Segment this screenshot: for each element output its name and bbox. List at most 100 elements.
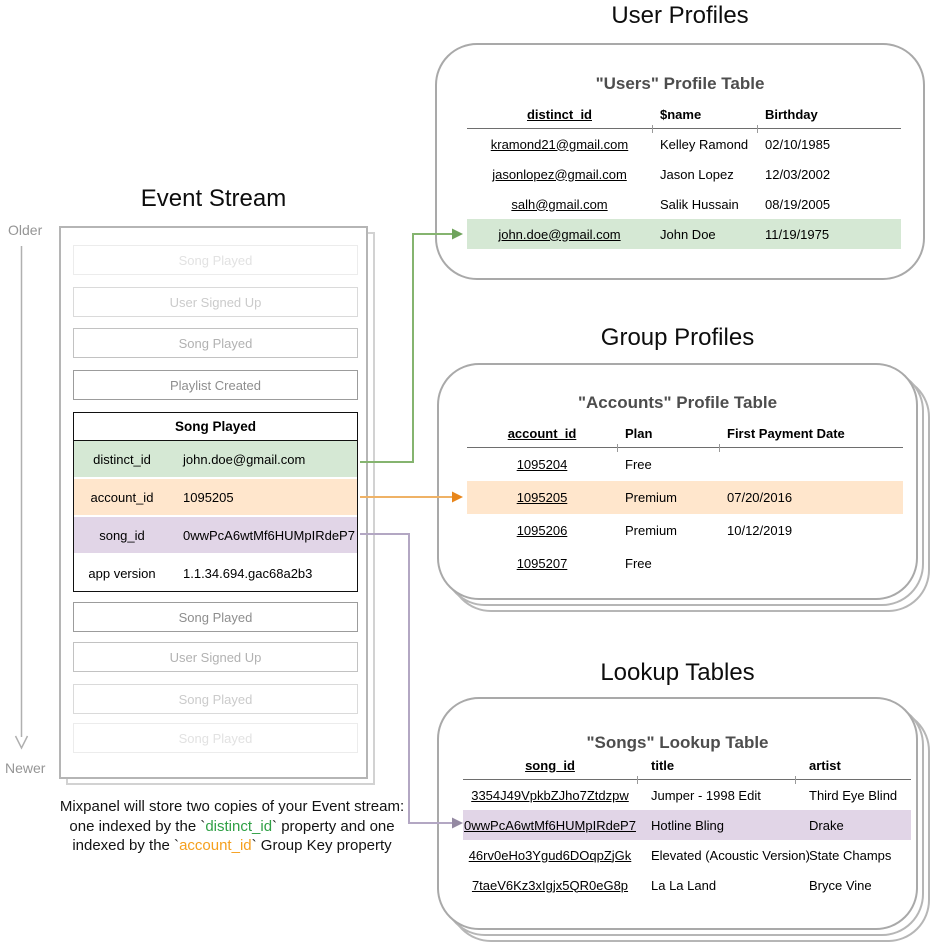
column-tick (719, 444, 720, 452)
cell-account-id: 1095205 (516, 490, 568, 505)
event-item: Song Played (73, 602, 358, 632)
column-header: $name (660, 106, 702, 122)
group-profiles-title: Group Profiles (600, 324, 755, 351)
event-item: Song Played (73, 684, 358, 714)
table-row: 1095204 Free (467, 448, 903, 481)
table-row: salh@gmail.com Salik Hussain 08/19/2005 (467, 189, 901, 219)
table-row: 3354J49VpkbZJho7Ztdzpw Jumper - 1998 Edi… (463, 780, 911, 810)
caption-account-id: account_id (179, 837, 252, 854)
cell-name: Salik Hussain (660, 196, 739, 212)
cell-name: John Doe (660, 226, 716, 242)
caption-distinct-id: distinct_id (205, 817, 273, 835)
caption-line1: Mixpanel will store two copies of your E… (59, 798, 405, 815)
cell-distinct-id: john.doe@gmail.com (498, 226, 621, 242)
column-tick (637, 776, 638, 784)
cell-plan: Free (625, 556, 652, 571)
event-label: Song Played (178, 252, 253, 268)
newer-label: Newer (5, 760, 46, 776)
caption-line2-post: ` property and one (272, 817, 395, 835)
property-value: 0wwPcA6wtMf6HUMpIRdeP7 (183, 527, 355, 543)
event-label: Song Played (178, 691, 253, 707)
cell-artist: State Champs (809, 847, 892, 863)
accounts-profile-box: "Accounts" Profile Table account_id Plan… (437, 363, 918, 600)
event-label: Song Played (178, 730, 253, 746)
cell-song-id: 46rv0eHo3Ygud6DOqpZjGk (468, 847, 632, 863)
songs-table-title: "Songs" Lookup Table (586, 733, 769, 752)
event-item: Song Played (73, 328, 358, 358)
column-tick (652, 125, 653, 133)
table-row: 7taeV6Kz3xIgjx5QR0eG8p La La Land Bryce … (463, 870, 911, 900)
cell-title: Elevated (Acoustic Version) (651, 847, 810, 863)
table-row: 1095207 Free (467, 547, 903, 580)
cell-song-id: 3354J49VpkbZJho7Ztdzpw (471, 787, 629, 803)
cell-distinct-id: salh@gmail.com (511, 196, 608, 212)
event-item: Song Played (73, 245, 358, 275)
table-row-highlighted: 0wwPcA6wtMf6HUMpIRdeP7 Hotline Bling Dra… (463, 810, 911, 840)
event-property-row: app version 1.1.34.694.gac68a2b3 (74, 553, 357, 591)
table-row: 1095206 Premium 10/12/2019 (467, 514, 903, 547)
table-row: jasonlopez@gmail.com Jason Lopez 12/03/2… (467, 159, 901, 189)
cell-song-id: 0wwPcA6wtMf6HUMpIRdeP7 (464, 817, 636, 833)
cell-name: Jason Lopez (660, 166, 734, 182)
cell-account-id: 1095207 (516, 556, 568, 571)
event-label: Playlist Created (169, 377, 262, 393)
property-value: 1.1.34.694.gac68a2b3 (183, 565, 313, 581)
cell-title: Jumper - 1998 Edit (651, 787, 761, 803)
accounts-table-header: account_id Plan First Payment Date (467, 419, 903, 447)
event-label: Song Played (178, 335, 253, 351)
column-header: distinct_id (526, 106, 592, 122)
users-table: distinct_id $name Birthday kramond21@gma… (467, 100, 901, 249)
cell-account-id: 1095204 (516, 457, 568, 472)
event-label: User Signed Up (169, 649, 262, 665)
event-stream-box: Song Played User Signed Up Song Played P… (59, 226, 368, 779)
users-table-header: distinct_id $name Birthday (467, 100, 901, 128)
featured-event-card: Song Played distinct_id john.doe@gmail.c… (73, 412, 358, 592)
header-divider (467, 444, 903, 452)
column-header: account_id (507, 425, 577, 441)
property-value: john.doe@gmail.com (183, 451, 306, 467)
table-row: 46rv0eHo3Ygud6DOqpZjGk Elevated (Acousti… (463, 840, 911, 870)
event-stream-caption: Mixpanel will store two copies of your E… (28, 797, 436, 856)
cell-birthday: 12/03/2002 (765, 166, 831, 182)
cell-birthday: 11/19/1975 (765, 226, 830, 242)
songs-table-header: song_id title artist (463, 751, 911, 779)
event-item: Playlist Created (73, 370, 358, 400)
column-header: artist (809, 757, 841, 773)
timeline-arrow (14, 246, 29, 750)
accounts-table: account_id Plan First Payment Date 10952… (467, 419, 903, 580)
column-header: Plan (625, 425, 653, 441)
event-label: Song Played (178, 609, 253, 625)
table-row-highlighted: 1095205 Premium 07/20/2016 (467, 481, 903, 514)
column-header: title (651, 757, 675, 773)
cell-song-id: 7taeV6Kz3xIgjx5QR0eG8p (471, 877, 629, 893)
lookup-tables-title: Lookup Tables (600, 659, 755, 686)
cell-name: Kelley Ramond (660, 136, 749, 152)
column-header: First Payment Date (727, 425, 845, 441)
property-key: account_id (90, 489, 154, 505)
cell-birthday: 08/19/2005 (765, 196, 831, 212)
event-property-row: song_id 0wwPcA6wtMf6HUMpIRdeP7 (74, 515, 357, 553)
cell-plan: Premium (625, 490, 678, 505)
cell-plan: Premium (625, 523, 678, 538)
column-tick (757, 125, 758, 133)
column-header: song_id (525, 757, 575, 773)
table-row: kramond21@gmail.com Kelley Ramond 02/10/… (467, 129, 901, 159)
event-item: User Signed Up (73, 287, 358, 317)
property-key: app version (88, 565, 156, 581)
column-tick (617, 444, 618, 452)
caption-line3-post: ` Group Key property (251, 837, 392, 854)
table-row-highlighted: john.doe@gmail.com John Doe 11/19/1975 (467, 219, 901, 249)
cell-birthday: 02/10/1985 (765, 136, 831, 152)
featured-event-name: Song Played (74, 413, 357, 441)
cell-account-id: 1095206 (516, 523, 568, 538)
header-divider (467, 125, 901, 133)
accounts-table-title: "Accounts" Profile Table (577, 393, 778, 412)
cell-artist: Drake (809, 817, 844, 833)
cell-distinct-id: jasonlopez@gmail.com (492, 166, 627, 182)
cell-title: Hotline Bling (651, 817, 724, 833)
cell-first-payment-date: 07/20/2016 (727, 490, 793, 505)
cell-artist: Third Eye Blind (809, 787, 898, 803)
users-table-title: "Users" Profile Table (595, 74, 765, 93)
property-value: 1095205 (183, 489, 234, 505)
